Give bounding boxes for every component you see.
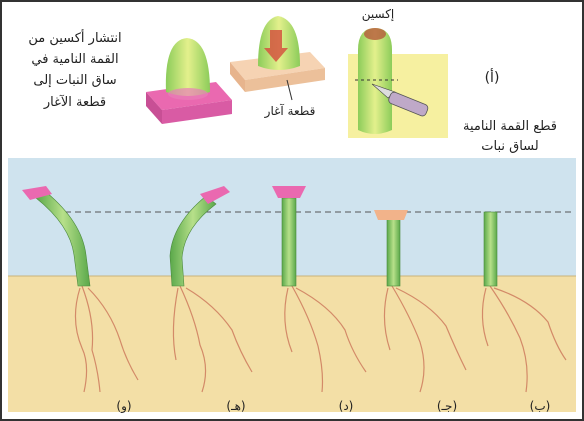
soil-background	[8, 276, 576, 412]
cut-tip-line-1: قطع القمة النامية	[463, 119, 557, 134]
panel-a-stem	[358, 28, 392, 134]
growth-stages-panel: (ب) (جـ) (د) (هـ) (و)	[8, 158, 576, 414]
auxin-diffusion-line-1: انتشار أكسين من	[28, 29, 121, 46]
stage-label-d: (د)	[339, 399, 354, 413]
stage-d-agar	[272, 186, 306, 198]
stage-label-w: (و)	[116, 399, 131, 414]
stage-label-j: (جـ)	[437, 399, 457, 413]
auxin-diffusion-line-2: القمة النامية في	[31, 52, 118, 67]
stage-j-agar	[374, 210, 408, 220]
stage-b-seedling	[484, 212, 497, 286]
panel-a-label: (أ)	[485, 68, 500, 86]
agar-block-label: قطعة آغار	[264, 103, 316, 119]
stage-label-h: (هـ)	[226, 399, 245, 413]
auxin-diffusion-line-3: ساق النبات إلى	[33, 73, 116, 88]
auxin-label: إكسين	[362, 7, 395, 22]
stage-label-b: (ب)	[530, 399, 551, 413]
cut-tip-line-2: لساق نبات	[481, 139, 538, 154]
auxin-diffusion-line-4: قطعة الآغار	[43, 94, 106, 110]
auxin-tip-spot	[364, 28, 386, 40]
